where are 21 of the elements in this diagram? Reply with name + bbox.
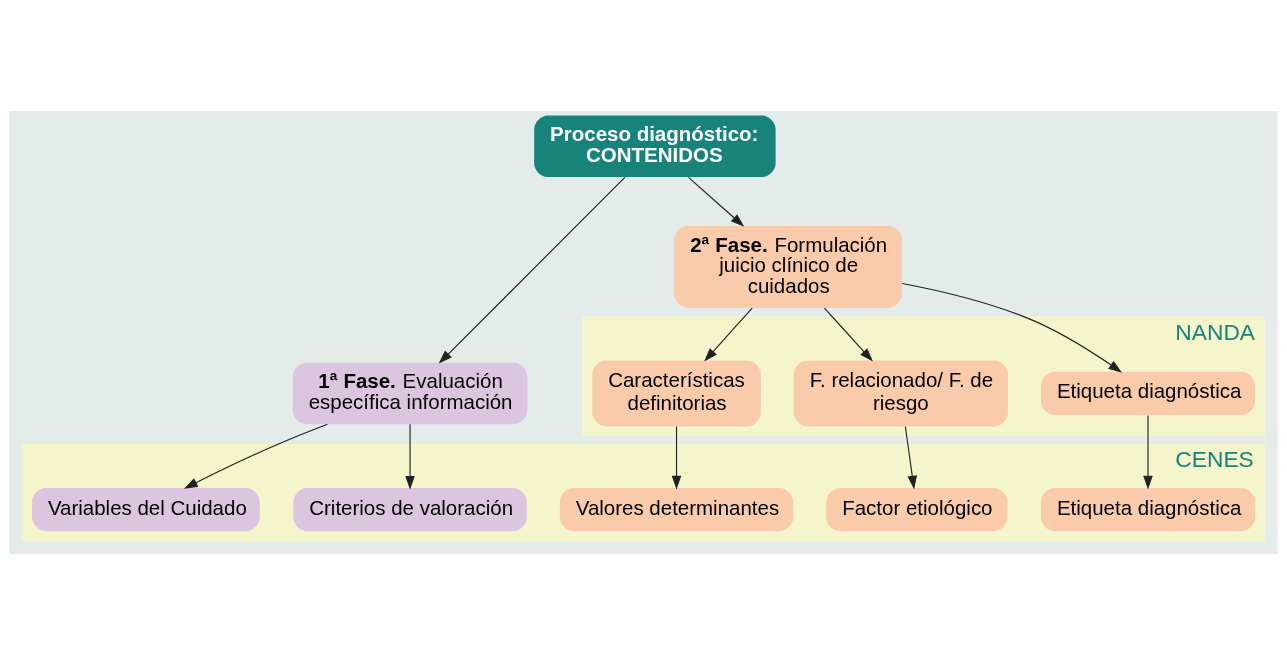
arrow: [183, 423, 329, 489]
node-box: Etiqueta diagnóstica: [1040, 371, 1256, 415]
arrow: [904, 425, 917, 489]
arrow: [901, 282, 1123, 373]
node-box: 2ª Fase. Formulación juicio clínico de cuidados: [674, 225, 902, 308]
node-box: Etiqueta diagnóstica: [1040, 487, 1256, 531]
node-box: Factor etiológico: [826, 487, 1008, 531]
arrow: [405, 423, 415, 490]
node-box: Valores determinantes: [559, 487, 794, 531]
arrow: [704, 307, 753, 362]
arrow: [823, 307, 873, 362]
node-box: F. relacionado/ F. de riesgo: [793, 359, 1008, 426]
arrow: [671, 425, 682, 489]
node-box: Variables del Cuidado: [31, 487, 260, 531]
node-box: Proceso diagnóstico: CONTENIDOS: [534, 115, 776, 177]
arrow: [438, 176, 626, 364]
arrow: [1143, 414, 1153, 489]
node-box: 1ª Fase. Evaluación específica información: [292, 362, 528, 424]
arrow: [687, 176, 745, 227]
node-box: Criterios de valoración: [293, 487, 527, 531]
node-box: Características definitorias: [592, 359, 761, 426]
